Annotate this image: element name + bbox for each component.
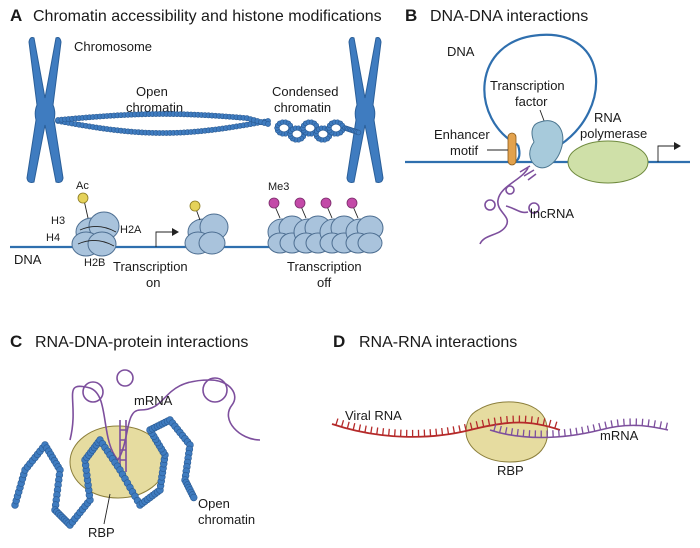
open-chromatin-label-1: Open xyxy=(136,84,168,99)
panel-c-title: RNA-DNA-protein interactions xyxy=(35,334,248,351)
viral-rna-label: Viral RNA xyxy=(345,408,402,423)
panel-c: C RNA-DNA-protein interactions mRNA Open… xyxy=(10,332,261,540)
enhancer-motif xyxy=(507,132,517,166)
lncrna-label: lncRNA xyxy=(530,206,574,221)
transcription-start-arrow-b xyxy=(674,142,681,150)
h2b-label: H2B xyxy=(84,257,105,269)
mrna-c xyxy=(69,369,261,472)
lncrna xyxy=(479,165,540,245)
condensed-chromatin-label-1: Condensed xyxy=(272,84,339,99)
ac-label: Ac xyxy=(76,180,89,192)
transcription-factor xyxy=(529,120,564,169)
condensed-chromatin-cluster xyxy=(274,119,362,143)
transcription-on-label-2: on xyxy=(146,275,160,290)
nucleosome-array-condensed xyxy=(267,197,384,254)
condensed-chromatin-label-2: chromatin xyxy=(274,100,331,115)
open-chromatin-c-label-1: Open xyxy=(198,496,230,511)
nucleosome-open xyxy=(71,211,120,257)
dna-loop xyxy=(483,33,598,146)
dna-label-b: DNA xyxy=(447,44,475,59)
panel-c-letter: C xyxy=(10,332,22,351)
panel-d-letter: D xyxy=(333,332,345,351)
open-chromatin-c-label-2: chromatin xyxy=(198,512,255,527)
mrna-label-c: mRNA xyxy=(134,393,173,408)
mrna-bases xyxy=(493,418,668,438)
panel-b-title: DNA-DNA interactions xyxy=(430,8,588,25)
transcription-start-arrow xyxy=(172,228,179,236)
chromosome-left xyxy=(26,37,64,183)
h4-label: H4 xyxy=(46,232,60,244)
acetyl-mark-2 xyxy=(189,200,201,212)
transcription-on-label-1: Transcription xyxy=(113,259,188,274)
open-chromatin-label-2: chromatin xyxy=(126,100,183,115)
tf-label-2: factor xyxy=(515,94,548,109)
panel-d-title: RNA-RNA interactions xyxy=(359,334,517,351)
polymerase-label-2: polymerase xyxy=(580,126,647,141)
acetyl-mark xyxy=(77,192,89,204)
open-chromatin-loop xyxy=(55,111,271,136)
rbp-label-d: RBP xyxy=(497,463,524,478)
enhancer-label-2: motif xyxy=(450,143,479,158)
chromosome-label: Chromosome xyxy=(74,39,152,54)
rbp-label-c: RBP xyxy=(88,525,115,540)
viral-rna-bases xyxy=(335,415,558,437)
rna-polymerase xyxy=(567,140,649,184)
mrna-label-d: mRNA xyxy=(600,428,639,443)
dna-label-a: DNA xyxy=(14,252,42,267)
h2a-label: H2A xyxy=(120,224,142,236)
rbp-protein-d xyxy=(465,401,548,463)
open-chromatin-c xyxy=(11,416,198,529)
panel-a-title: Chromatin accessibility and histone modi… xyxy=(33,8,382,25)
transcription-off-label-1: Transcription xyxy=(287,259,362,274)
h3-label: H3 xyxy=(51,215,65,227)
viral-rna-strand xyxy=(331,421,561,438)
enhancer-label-1: Enhancer xyxy=(434,127,490,142)
polymerase-label-1: RNA xyxy=(594,110,622,125)
nucleosome-open-2 xyxy=(184,213,229,255)
panel-b-letter: B xyxy=(405,6,417,25)
mrna-strand-d xyxy=(489,424,669,439)
panel-a-letter: A xyxy=(10,6,22,25)
me3-label: Me3 xyxy=(268,181,289,193)
tf-label-1: Transcription xyxy=(490,78,565,93)
transcription-off-label-2: off xyxy=(317,275,332,290)
panel-a: A Chromatin accessibility and histone mo… xyxy=(10,6,384,290)
chromosome-right xyxy=(346,37,384,183)
panel-b: B DNA-DNA interactions DNA Transcription… xyxy=(405,6,690,245)
panel-d: D RNA-RNA interactions RBP Viral RNA mRN… xyxy=(331,332,669,478)
